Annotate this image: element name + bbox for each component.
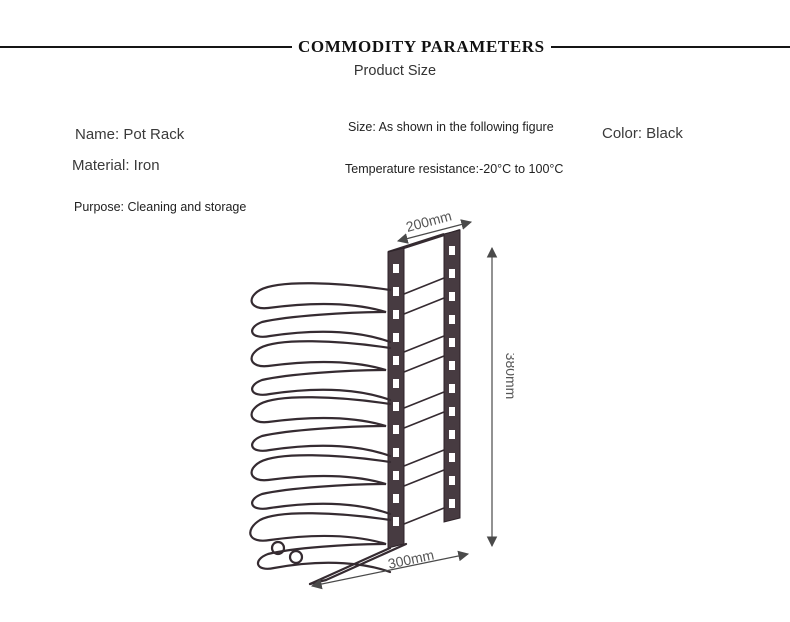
- spec-color: Color: Black: [602, 125, 683, 142]
- dimension-height-label: 380mm: [503, 353, 514, 400]
- page-title: COMMODITY PARAMETERS: [298, 37, 545, 56]
- spec-material: Material: Iron: [72, 157, 160, 174]
- spec-name: Name: Pot Rack: [75, 126, 185, 143]
- spec-purpose: Purpose: Cleaning and storage: [74, 200, 247, 214]
- dimension-width-label: 200mm: [404, 212, 453, 235]
- title-rule-left: [0, 46, 292, 48]
- page-subtitle: Product Size: [353, 63, 437, 79]
- spec-size: Size: As shown in the following figure: [348, 120, 554, 134]
- header: COMMODITY PARAMETERS: [0, 37, 790, 57]
- rack-frame: [387, 229, 461, 549]
- dimension-annotations: 200mm 380mm 300mm: [310, 212, 514, 590]
- rack-wire-tiers: [249, 282, 408, 586]
- title-rule-right: [550, 46, 790, 48]
- spec-temperature: Temperature resistance:-20°C to 100°C: [345, 162, 564, 176]
- pot-rack-diagram: 200mm 380mm 300mm: [249, 212, 514, 590]
